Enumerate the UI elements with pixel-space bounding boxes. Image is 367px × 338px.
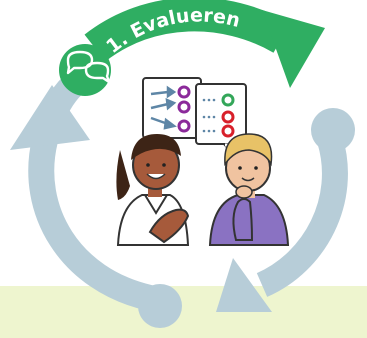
speech-bubbles-icon [59,44,111,96]
cycle-node-bottom [138,284,182,328]
cycle-arrow-right [216,136,348,312]
cycle-arrow-left [10,76,154,311]
person-client [208,133,290,246]
active-step-arrow [84,0,325,88]
background-band [0,286,367,338]
cycle-node-right [311,108,355,152]
person-caregiver [116,134,190,246]
